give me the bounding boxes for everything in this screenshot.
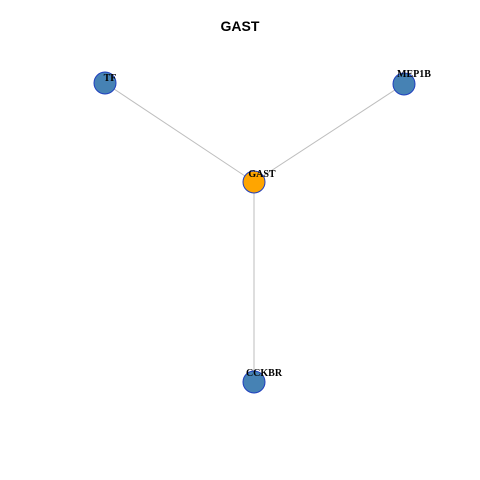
edge-gast-tf — [104, 82, 255, 183]
node-tf — [93, 71, 117, 95]
node-cckbr — [242, 370, 266, 394]
nodes-group — [93, 71, 416, 394]
node-label-tf: TF — [104, 73, 117, 84]
edge-gast-mep1b — [253, 83, 405, 183]
node-label-cckbr: CCKBR — [246, 368, 283, 379]
plot-title: GAST — [220, 18, 260, 34]
edges-group — [104, 82, 405, 382]
node-mep1b — [392, 72, 416, 96]
labels-group: GAST TF MEP1B CCKBR — [104, 69, 432, 379]
node-label-mep1b: MEP1B — [397, 69, 431, 80]
node-gast — [242, 170, 266, 194]
node-label-gast: GAST — [248, 169, 276, 180]
